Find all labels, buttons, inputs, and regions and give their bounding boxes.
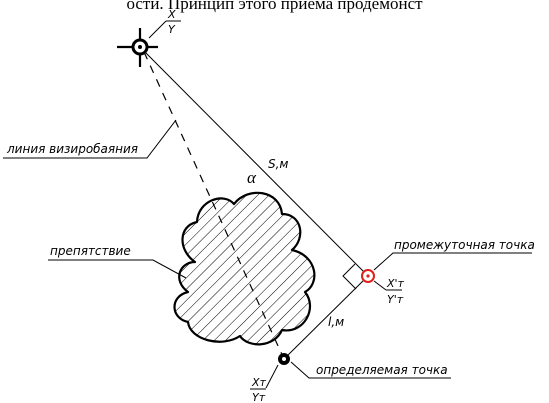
label-distance-s: S,м — [268, 157, 288, 171]
leader-intermediate-coords — [373, 280, 387, 291]
filled-circle-point-icon — [278, 353, 290, 365]
label-obstacle: препятствие — [50, 244, 131, 258]
determined-x-label: Xт — [251, 376, 267, 389]
header-text: ости. Принцип этого приема продемонст — [126, 0, 423, 13]
leader-sight-line — [3, 119, 177, 159]
line-station-to-intermediate — [139, 46, 369, 277]
right-angle-marker — [342, 263, 357, 290]
label-determined-point: определяемая точка — [316, 363, 448, 377]
label-angle-alpha: α — [247, 168, 257, 187]
determined-y-label: Yт — [252, 391, 266, 403]
line-intermediate-to-determined — [283, 275, 369, 360]
obstacle-shape — [173, 191, 316, 346]
label-distance-l: l,м — [328, 315, 344, 329]
leader-station-coords — [148, 20, 167, 39]
leader-determined-coords — [265, 364, 279, 389]
station-y-label: Y — [168, 23, 176, 36]
leader-obstacle — [48, 259, 187, 279]
station-x-label: X — [167, 8, 176, 21]
intermediate-x-label: X'т — [386, 277, 405, 290]
label-sight-line: линия визиробаяния — [6, 142, 138, 156]
leader-determined-point — [290, 361, 451, 379]
crosshair-station-icon — [117, 28, 158, 67]
label-intermediate-point: промежуточная точка — [394, 238, 535, 252]
intermediate-y-label: Y'т — [387, 293, 404, 306]
leader-intermediate-point — [373, 252, 532, 271]
red-circle-point-icon — [361, 269, 375, 283]
